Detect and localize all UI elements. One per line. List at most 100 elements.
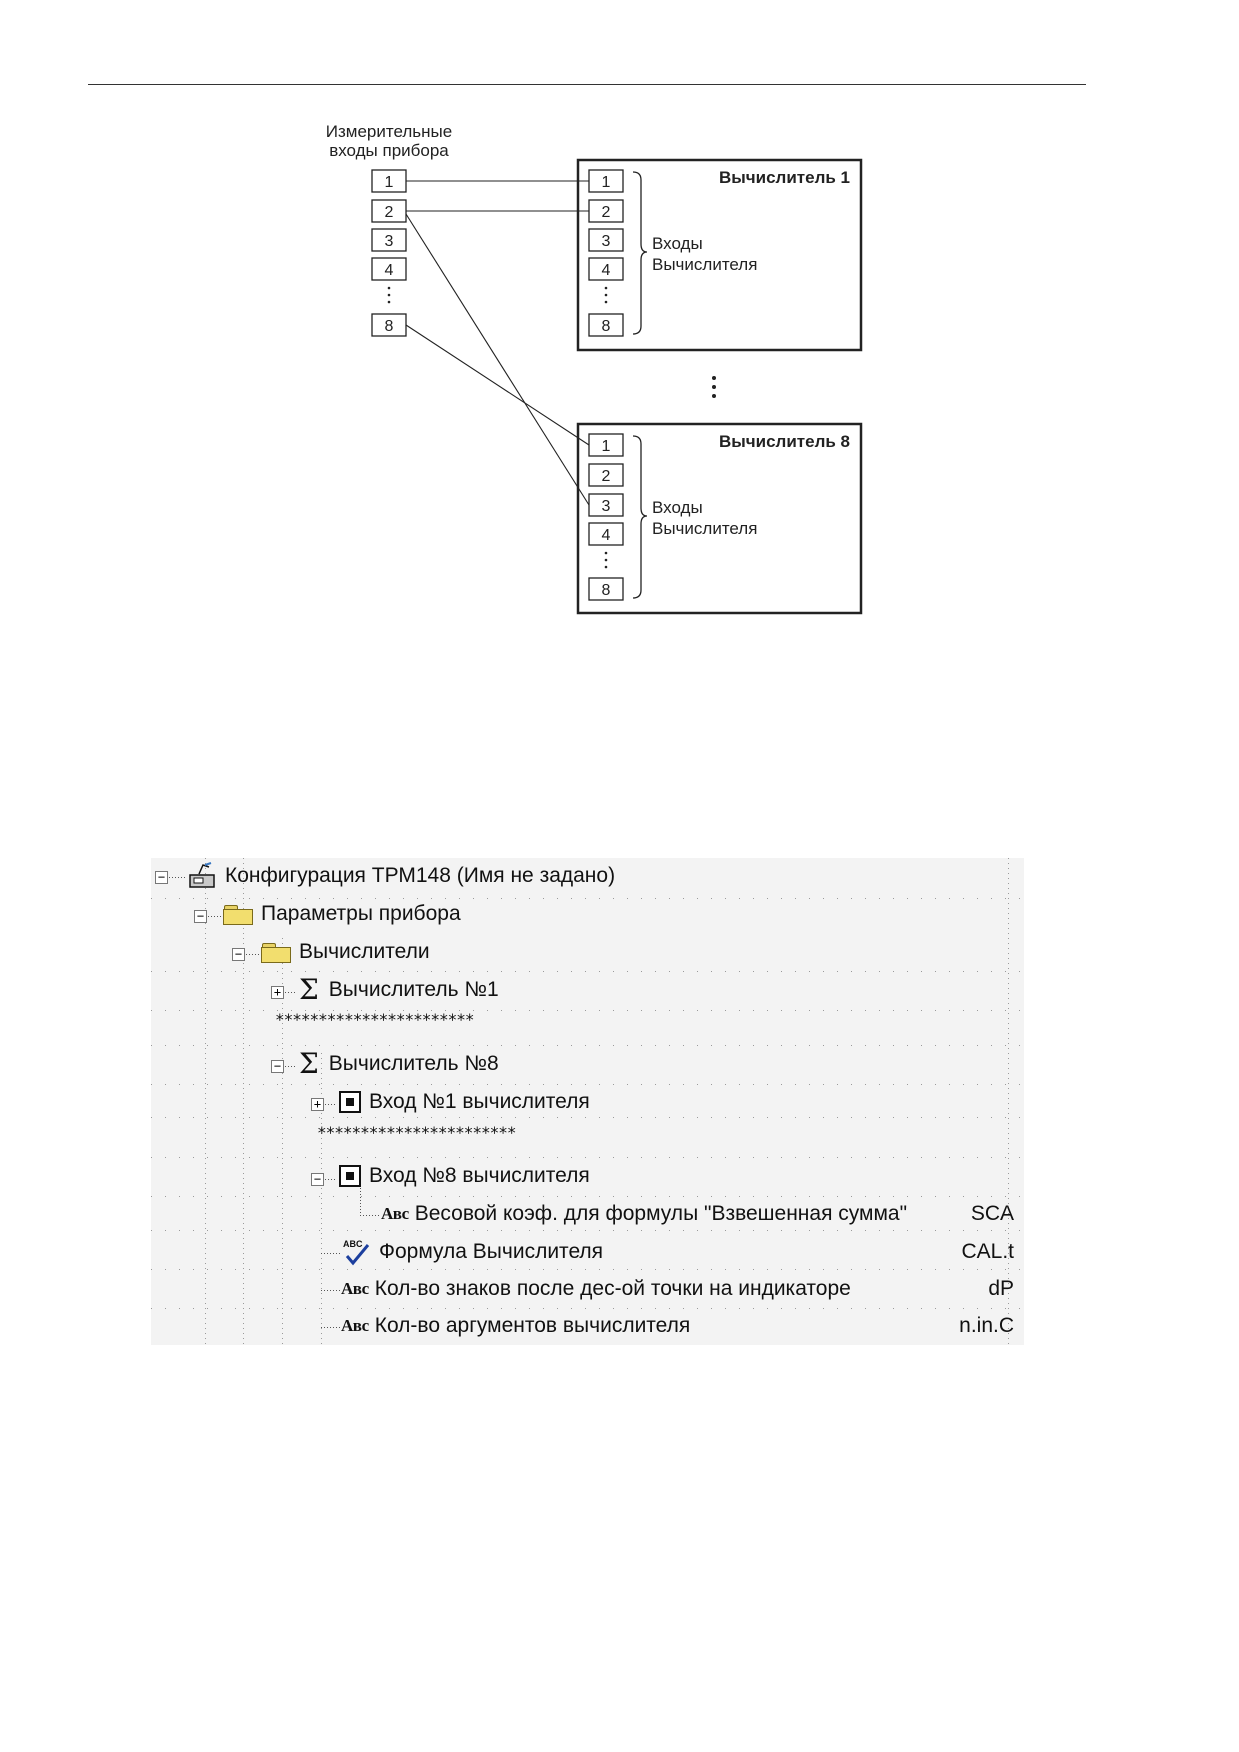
device-input-number: 3	[385, 233, 394, 250]
param-code-ninc: n.in.C	[959, 1314, 1014, 1337]
sigma-icon: Σ	[299, 1047, 319, 1080]
abc-icon: Авс	[341, 1279, 369, 1298]
calc1-brace-label-line1: Входы	[652, 234, 703, 253]
calculator-1-inputs	[588, 169, 624, 337]
tree-node-calculators[interactable]: Вычислители	[261, 936, 430, 968]
inputs-label-line1: Измерительные	[326, 122, 452, 141]
param-decimals[interactable]: Авс Кол-во знаков после дес-ой точки на …	[341, 1273, 851, 1305]
collapse-icon[interactable]: −	[194, 910, 207, 923]
calculators-ellipsis	[712, 376, 716, 398]
grid-line	[151, 971, 1024, 972]
tree-connector	[325, 1104, 337, 1105]
param-label: Кол-во знаков после дес-ой точки на инди…	[374, 1277, 851, 1300]
tree-connector	[325, 1179, 337, 1180]
tree-node-label: Вход №1 вычислителя	[369, 1090, 590, 1113]
tree-connector	[208, 916, 222, 917]
tree-connector	[285, 1066, 297, 1067]
header-rule	[88, 84, 1086, 85]
device-input-number: 1	[385, 174, 394, 191]
tree-guide	[321, 1053, 322, 1345]
tree-connector	[360, 1215, 380, 1216]
tree-connector	[246, 954, 260, 955]
param-code-cal: CAL.t	[961, 1240, 1014, 1263]
tree-node-label: Вычислители	[299, 940, 430, 963]
grid-line	[151, 1230, 1024, 1231]
tree-connector	[285, 992, 297, 993]
device-input-number: 4	[385, 262, 394, 279]
tree-guide	[205, 858, 206, 1345]
tree-node-label: Вычислитель №1	[328, 978, 499, 1001]
grid-line	[151, 1269, 1024, 1270]
tree-node-calc1[interactable]: Σ Вычислитель №1	[299, 974, 499, 1006]
line-in2-calc8-in3	[405, 213, 590, 506]
param-label: Весовой коэф. для формулы "Взвешенная су…	[414, 1202, 908, 1225]
grid-line	[151, 1045, 1024, 1046]
tree-guide	[282, 938, 283, 1345]
device-input-number: 8	[385, 318, 394, 335]
spellcheck-icon: ABC	[343, 1239, 370, 1266]
expand-icon[interactable]: +	[271, 986, 284, 999]
connection-diagram: Измерительные входы прибора 1 2 3 4 8 Вы…	[326, 122, 863, 615]
tree-node-input8[interactable]: Вход №8 вычислителя	[339, 1160, 590, 1192]
collapse-icon[interactable]: −	[232, 948, 245, 961]
calculator-8-inputs	[588, 433, 624, 601]
svg-text:ABC: ABC	[343, 1239, 363, 1249]
tree-node-label: Конфигурация ТРМ148 (Имя не задано)	[225, 864, 616, 887]
tree-node-input1[interactable]: Вход №1 вычислителя	[339, 1086, 590, 1118]
calc8-brace-label-line1: Входы	[652, 498, 703, 517]
tree-node-label: Вычислитель №8	[328, 1052, 499, 1075]
tree-node-label: Вход №8 вычислителя	[369, 1164, 590, 1187]
tree-connector	[321, 1290, 341, 1291]
calc1-input-number: 4	[602, 262, 611, 279]
grid-line	[151, 1196, 1024, 1197]
tree-node-calc8[interactable]: Σ Вычислитель №8	[299, 1048, 499, 1080]
tree-guide	[360, 1176, 361, 1216]
grid-line	[151, 1117, 1024, 1118]
calc1-input-number: 8	[602, 318, 611, 335]
calc8-input-number: 1	[602, 438, 611, 455]
omission-marker: ***********************	[275, 1010, 475, 1029]
collapse-icon[interactable]: −	[271, 1060, 284, 1073]
grid-line	[151, 1157, 1024, 1158]
calculator-1-box	[576, 158, 863, 352]
expand-icon[interactable]: +	[311, 1098, 324, 1111]
inputs-label-line2: входы прибора	[329, 141, 449, 160]
calc8-brace	[632, 435, 648, 599]
device-ellipsis	[387, 286, 391, 304]
collapse-icon[interactable]: −	[311, 1173, 324, 1186]
tree-node-label: Параметры прибора	[261, 902, 461, 925]
param-weight[interactable]: Авс Весовой коэф. для формулы "Взвешенна…	[381, 1198, 907, 1230]
calc8-ellipsis	[604, 551, 608, 569]
grid-line	[1008, 858, 1009, 1345]
abc-icon: Авс	[341, 1316, 369, 1335]
param-args[interactable]: Авс Кол-во аргументов вычислителя	[341, 1310, 690, 1342]
collapse-icon[interactable]: −	[155, 871, 168, 884]
input-icon	[339, 1165, 361, 1187]
calc1-brace-label-line2: Вычислителя	[652, 255, 757, 274]
sigma-icon: Σ	[299, 973, 319, 1006]
param-code-sca: SCA	[970, 1202, 1014, 1225]
device-input-box	[371, 257, 407, 281]
folder-icon	[261, 942, 291, 963]
calc1-input-number: 2	[602, 204, 611, 221]
calc8-input-number: 2	[602, 468, 611, 485]
calc8-input-number: 8	[602, 582, 611, 599]
tree-node-root[interactable]: Конфигурация ТРМ148 (Имя не задано)	[187, 860, 615, 892]
calculator-8-title: Вычислитель 8	[719, 432, 850, 451]
param-formula[interactable]: ABC Формула Вычислителя	[341, 1236, 603, 1268]
calc8-input-number: 4	[602, 527, 611, 544]
tree-node-params[interactable]: Параметры прибора	[223, 898, 461, 930]
grid-line	[151, 1084, 1024, 1085]
grid-line	[151, 1308, 1024, 1309]
connection-lines	[405, 180, 590, 506]
omission-marker: ***********************	[317, 1123, 517, 1142]
calc1-ellipsis	[604, 286, 608, 304]
calc1-input-number: 3	[602, 233, 611, 250]
calc1-input-number: 1	[602, 174, 611, 191]
calc8-brace-label-line2: Вычислителя	[652, 519, 757, 538]
abc-icon: Авс	[381, 1204, 409, 1223]
calculator-8-box	[576, 422, 863, 615]
param-label: Кол-во аргументов вычислителя	[374, 1314, 691, 1337]
tree-guide	[243, 858, 244, 1345]
config-tree-panel: − Конфигурация ТРМ148 (Имя не задано) − …	[151, 858, 1024, 1345]
